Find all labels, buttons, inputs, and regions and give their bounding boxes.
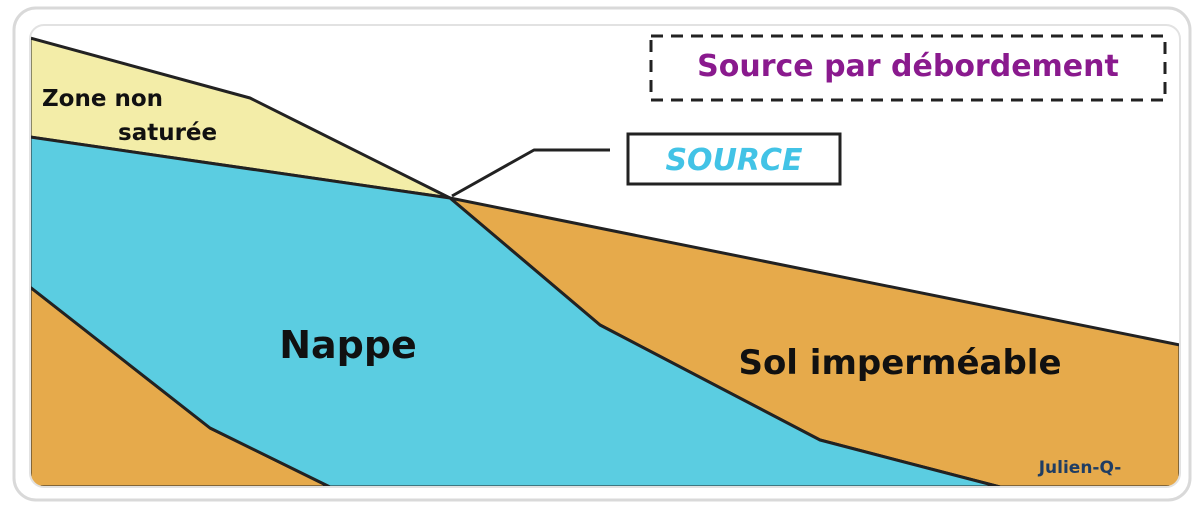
panel-border	[29, 24, 1181, 488]
author-credit: Julien-Q-	[1038, 458, 1122, 478]
source-label: SOURCE	[665, 143, 803, 178]
zone-non-saturee-label-line1: Zone non	[42, 86, 163, 112]
source-label-box	[626, 132, 842, 186]
source-pointer-line	[451, 148, 610, 198]
zone-non-saturee-label-line2: saturée	[118, 120, 217, 146]
title-box	[649, 34, 1167, 102]
nappe-layer	[30, 135, 1002, 487]
sol-impermeable-label: Sol imperméable	[738, 343, 1061, 383]
nappe-label: Nappe	[279, 323, 417, 367]
diagram-title: Source par débordement	[697, 49, 1119, 84]
